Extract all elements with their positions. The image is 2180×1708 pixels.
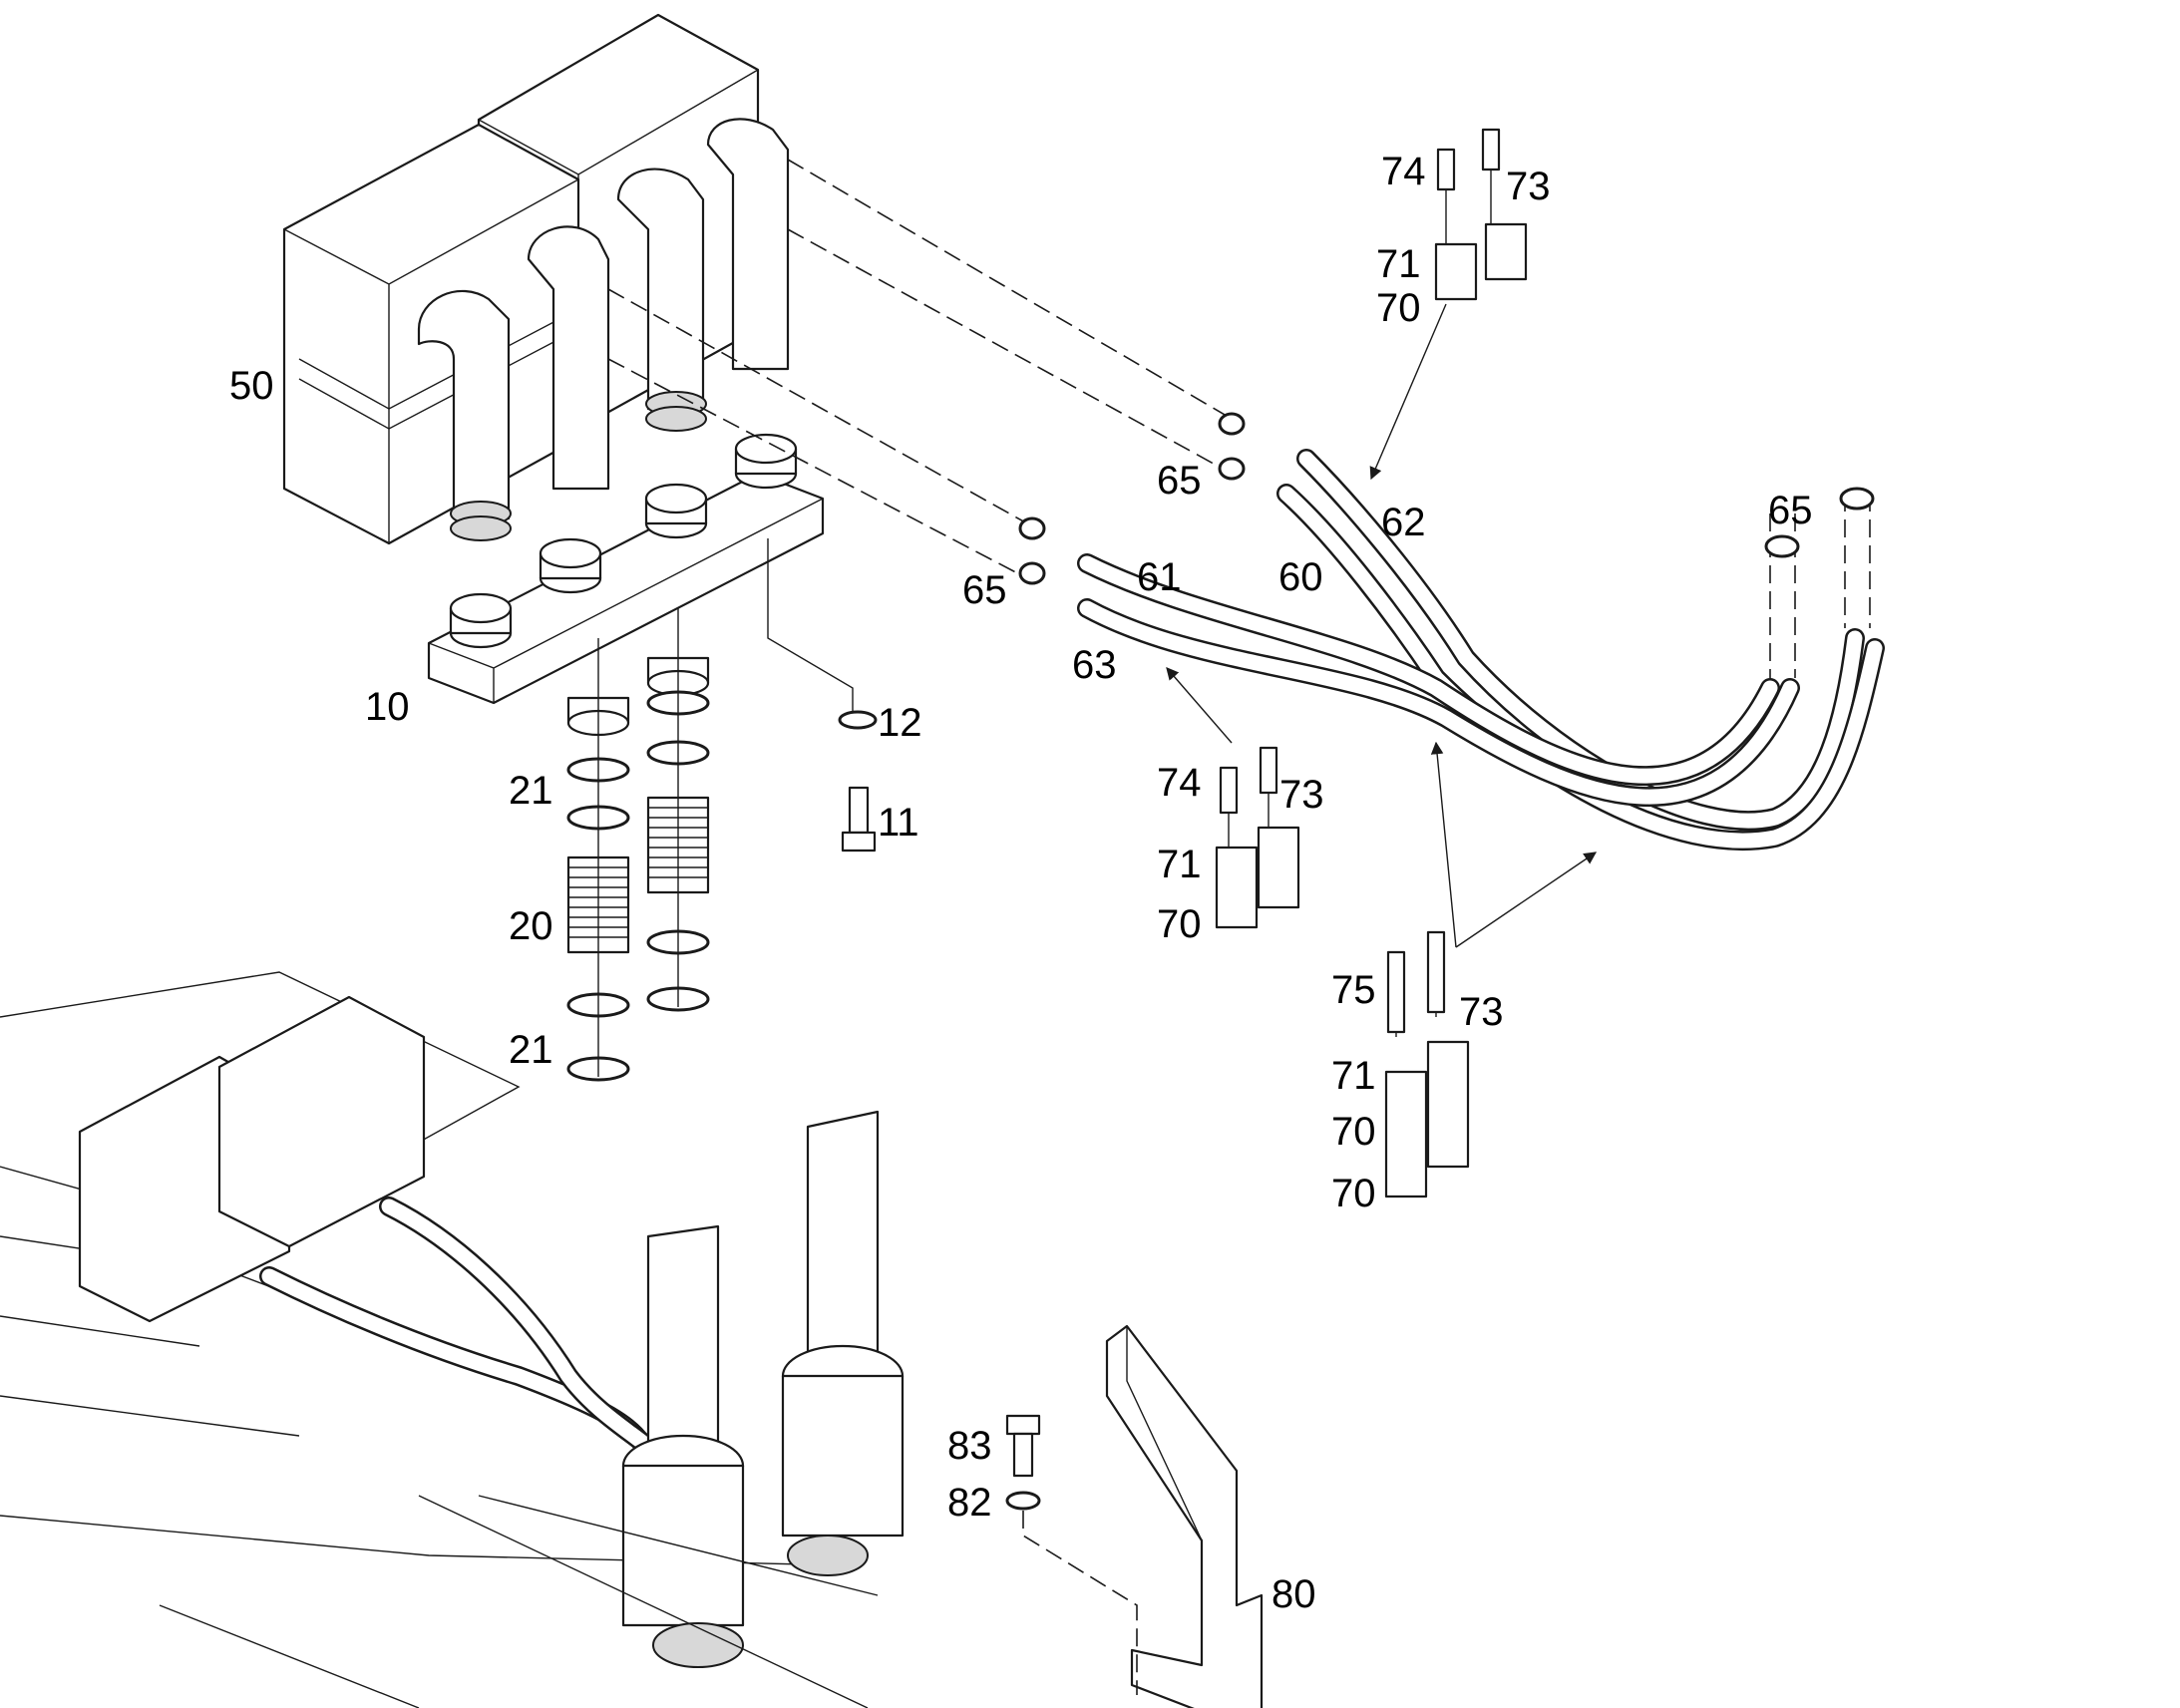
callout-62: 62: [1381, 501, 1426, 544]
callout-73-c: 73: [1459, 990, 1504, 1034]
clip-stack-middle: [1215, 746, 1300, 929]
callout-71-b: 71: [1157, 843, 1202, 886]
callout-71-a: 71: [1376, 242, 1421, 286]
callout-11: 11: [878, 801, 919, 845]
callout-10: 10: [365, 685, 410, 729]
callout-61: 61: [1137, 555, 1182, 599]
callout-82: 82: [947, 1481, 992, 1525]
callout-80: 80: [1272, 1572, 1316, 1616]
callout-60: 60: [1278, 555, 1323, 599]
hose-clamp-group: [450, 391, 707, 541]
callout-65-a: 65: [1157, 459, 1202, 503]
callout-21-upper: 21: [509, 769, 553, 813]
callout-70-c: 70: [1331, 1110, 1376, 1154]
hose-clamps-65: [1018, 412, 1875, 585]
flex-hoses-and-clamps: [566, 608, 710, 1082]
callout-71-c: 71: [1331, 1054, 1376, 1098]
callout-labels: 10 11 12 20 21 21 50 60 61 62 63 65 65 6…: [229, 150, 1813, 1616]
callout-65-c: 65: [1768, 489, 1813, 532]
air-cleaner-assembly: [282, 13, 790, 545]
installed-assembly-view: [0, 971, 905, 1708]
callout-74-b: 74: [1157, 761, 1202, 805]
reference-arrows: [1166, 303, 1598, 948]
callout-20: 20: [509, 904, 553, 948]
callout-73-b: 73: [1279, 773, 1324, 817]
callout-21-lower: 21: [509, 1028, 553, 1072]
manifold-part-10: [427, 433, 825, 737]
callout-70-b: 70: [1157, 902, 1202, 946]
callout-75: 75: [1331, 968, 1376, 1012]
clip-stack-top: [1434, 128, 1528, 301]
bracket-part-80: [1105, 1324, 1264, 1708]
callout-83: 83: [947, 1424, 992, 1468]
callout-74-a: 74: [1381, 150, 1426, 193]
callout-73-a: 73: [1506, 165, 1551, 208]
clip-stack-bottom: [1384, 930, 1470, 1198]
callout-12: 12: [878, 701, 922, 745]
callout-65-b: 65: [962, 568, 1007, 612]
bolt-and-washer-11-12: [767, 538, 878, 853]
bolt-and-washer-82-83: [1005, 1414, 1138, 1695]
callout-70-a: 70: [1376, 286, 1421, 330]
dashed-leader-lines: [607, 159, 1871, 678]
hose-lines-60-63: [1077, 449, 1885, 852]
callout-70-d: 70: [1331, 1172, 1376, 1215]
callout-50: 50: [229, 364, 274, 408]
callout-63: 63: [1072, 643, 1117, 687]
